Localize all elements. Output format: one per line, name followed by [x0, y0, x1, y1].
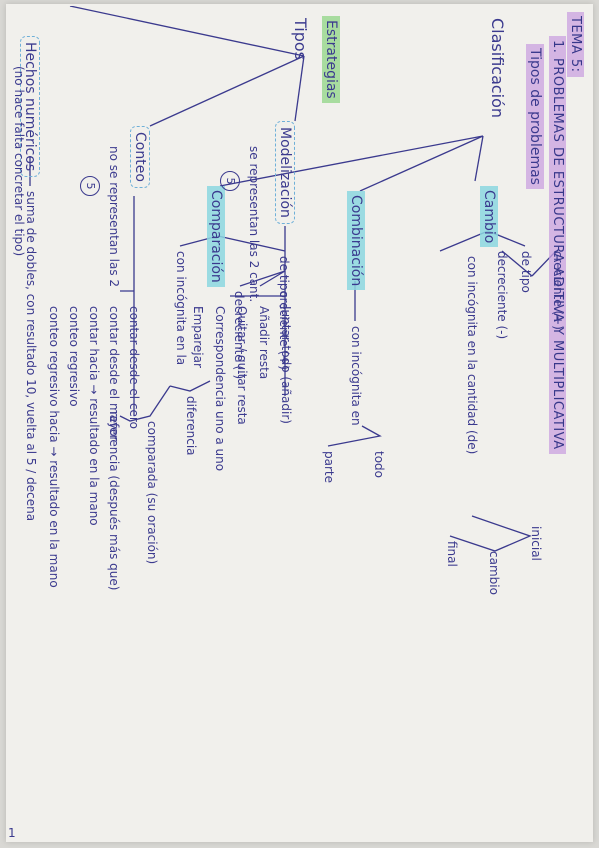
comparacion-diferencia: diferencia [184, 396, 198, 456]
subsection-title: Tipos de problemas [526, 44, 544, 189]
conteo-item-1: contar desde el cero [127, 306, 141, 429]
conteo-note: no se representan las 2 [107, 146, 121, 288]
modelizacion-item-1: Juntar todo (añadir) [279, 306, 293, 424]
tema-label: TEMA 5: [567, 12, 584, 77]
tipos-label: Tipos [291, 18, 310, 61]
hechos-text: suma de dobles, con resultado 10, vuelta… [24, 191, 38, 522]
modelizacion-note: se representan las 2 cant. [247, 146, 261, 303]
clasificacion-label: Clasificación [488, 18, 507, 119]
cambio-incognita: con incógnita en la cantidad (de) [465, 256, 479, 455]
modelizacion-label: Modelización [275, 121, 295, 224]
modelizacion-item-4: Correspondencia uno a uno [213, 306, 227, 472]
cambio-inicial: inicial [529, 526, 543, 561]
estrategias-label: Estrategias [322, 16, 340, 103]
notebook-page [6, 4, 593, 842]
cambio-cambio: cambio [487, 551, 501, 595]
rotated-notes-canvas: TEMA 5: 1. PROBLEMAS DE ESTRUCTURA ADITI… [10, 6, 590, 836]
page-number: 1 [8, 826, 16, 840]
modelizacion-number: 5 [220, 171, 240, 191]
combinacion-parte: parte [322, 451, 336, 483]
conteo-item-5: conteo regresivo hacia → resultado en la… [47, 306, 61, 588]
conteo-label: Conteo [130, 126, 150, 188]
section-title: 1. PROBLEMAS DE ESTRUCTURA ADITIVA Y MUL… [549, 36, 566, 454]
conteo-number: 5 [80, 176, 100, 196]
modelizacion-item-3: Quitar / quitar resta [235, 306, 249, 425]
conteo-item-3: contar hacia → resultado en la mano [87, 306, 101, 526]
comparacion-comparada: comparada (su oración) [145, 421, 159, 565]
modelizacion-item-2: Añadir resta [257, 306, 271, 380]
combinacion-todo: todo [372, 451, 386, 479]
combinacion-incognita: con incógnita en [349, 326, 363, 426]
conteo-item-2: contar desde el mayor [107, 306, 121, 442]
cambio-decreciente: decreciente (-) [495, 251, 509, 340]
combinacion-label: Combinación [347, 191, 365, 291]
cambio-creciente: creciente (+) [551, 251, 565, 330]
comparacion-label: Comparación [207, 186, 225, 287]
comparacion-incognita: con incógnita en la [174, 251, 188, 366]
hechos-note: (no hace falta concretar el tipo) [12, 66, 26, 257]
cambio-label: Cambio [480, 186, 498, 248]
modelizacion-item-5: Emparejar [191, 306, 205, 368]
cambio-final: final [445, 541, 459, 567]
cambio-de-tipo: de tipo [519, 251, 533, 293]
conteo-item-4: conteo regresivo [67, 306, 81, 407]
